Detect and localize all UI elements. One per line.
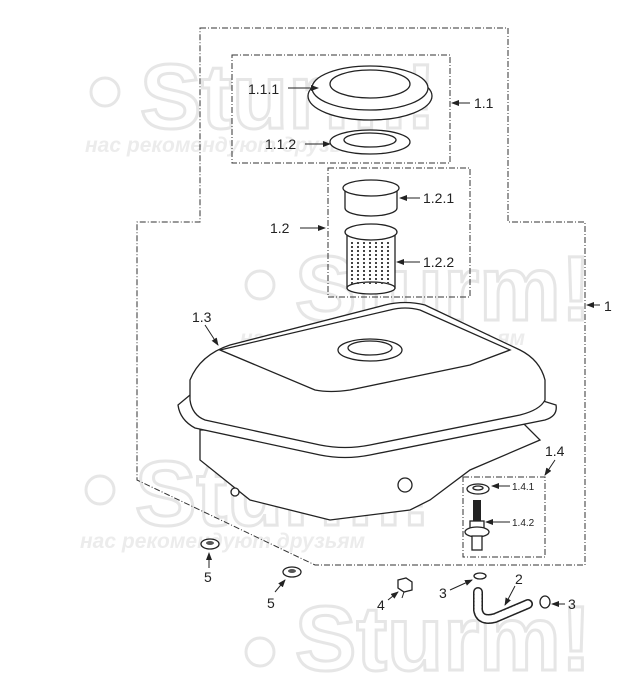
- assembly-boundary-1-2: [327, 167, 471, 298]
- label-1-1: 1.1: [474, 95, 494, 111]
- label-5: 5: [267, 595, 275, 611]
- label-1-2-1: 1.2.1: [423, 190, 454, 206]
- label-3: 3: [439, 585, 447, 601]
- assembly-boundary-1-1: [231, 54, 451, 164]
- label-1-3: 1.3: [192, 309, 212, 325]
- svg-text:нас рекомендуют друзьям: нас рекомендуют друзьям: [80, 530, 366, 553]
- valve-washer: [466, 483, 490, 495]
- label-1-4-2: 1.4.2: [512, 518, 535, 529]
- hose-clamp: [539, 595, 551, 609]
- rubber-grommet: [282, 566, 302, 578]
- label-4: 4: [377, 597, 385, 613]
- fuel-cap: [307, 65, 433, 121]
- label-1-2: 1.2: [270, 220, 290, 236]
- hose-clamp: [473, 572, 487, 580]
- label-1-1-1: 1.1.1: [248, 81, 279, 97]
- rubber-grommet: [200, 538, 220, 550]
- assembly-boundary-1-4: [462, 476, 546, 558]
- leader-lines: [204, 85, 600, 607]
- label-1: 1: [604, 298, 612, 314]
- bolt: [397, 577, 413, 599]
- assembly-boundary-1: [136, 27, 586, 566]
- label-1-4-1: 1.4.1: [512, 482, 535, 493]
- label-1-4: 1.4: [545, 443, 565, 459]
- fuel-tank: [177, 301, 557, 521]
- strainer-ring: [342, 179, 400, 217]
- fuel-valve: [464, 500, 490, 551]
- fuel-hose: [473, 587, 533, 624]
- svg-text:нас рекомендуют друзьям: нас рекомендуют друзьям: [85, 134, 371, 157]
- label-2: 2: [515, 571, 523, 587]
- label-5: 5: [204, 569, 212, 585]
- label-1-2-2: 1.2.2: [423, 254, 454, 270]
- label-1-1-2: 1.1.2: [265, 136, 296, 152]
- strainer-filter: [344, 223, 398, 295]
- cap-gasket: [329, 129, 411, 155]
- label-3: 3: [568, 596, 576, 612]
